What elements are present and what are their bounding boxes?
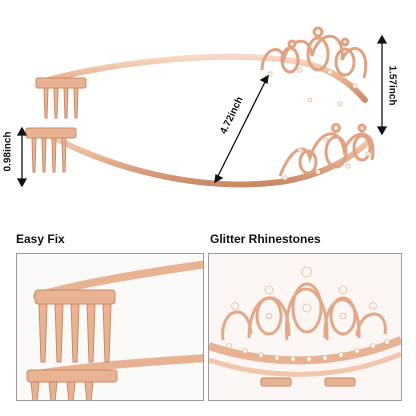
feature-title-easy-fix: Easy Fix bbox=[16, 232, 65, 246]
comb-upper bbox=[35, 77, 87, 119]
crown-lower bbox=[278, 123, 375, 177]
tiara-crown-closeup-icon bbox=[209, 254, 401, 400]
comb-lower bbox=[25, 127, 77, 173]
easy-fix-panel bbox=[16, 253, 204, 401]
crown-upper bbox=[260, 26, 368, 79]
height-dimension-label: 1.57inch bbox=[386, 65, 398, 106]
rhinestones bbox=[267, 67, 371, 181]
feature-title-glitter-rhinestones: Glitter Rhinestones bbox=[210, 232, 321, 246]
tiara-main-illustration bbox=[16, 26, 388, 188]
comb-closeup-icon bbox=[17, 254, 203, 400]
glitter-rhinestones-panel bbox=[208, 253, 402, 401]
dimension-arrows bbox=[16, 34, 388, 188]
headband-upper-band bbox=[37, 53, 368, 103]
comb-dimension-label: 0.98inch bbox=[2, 131, 14, 172]
